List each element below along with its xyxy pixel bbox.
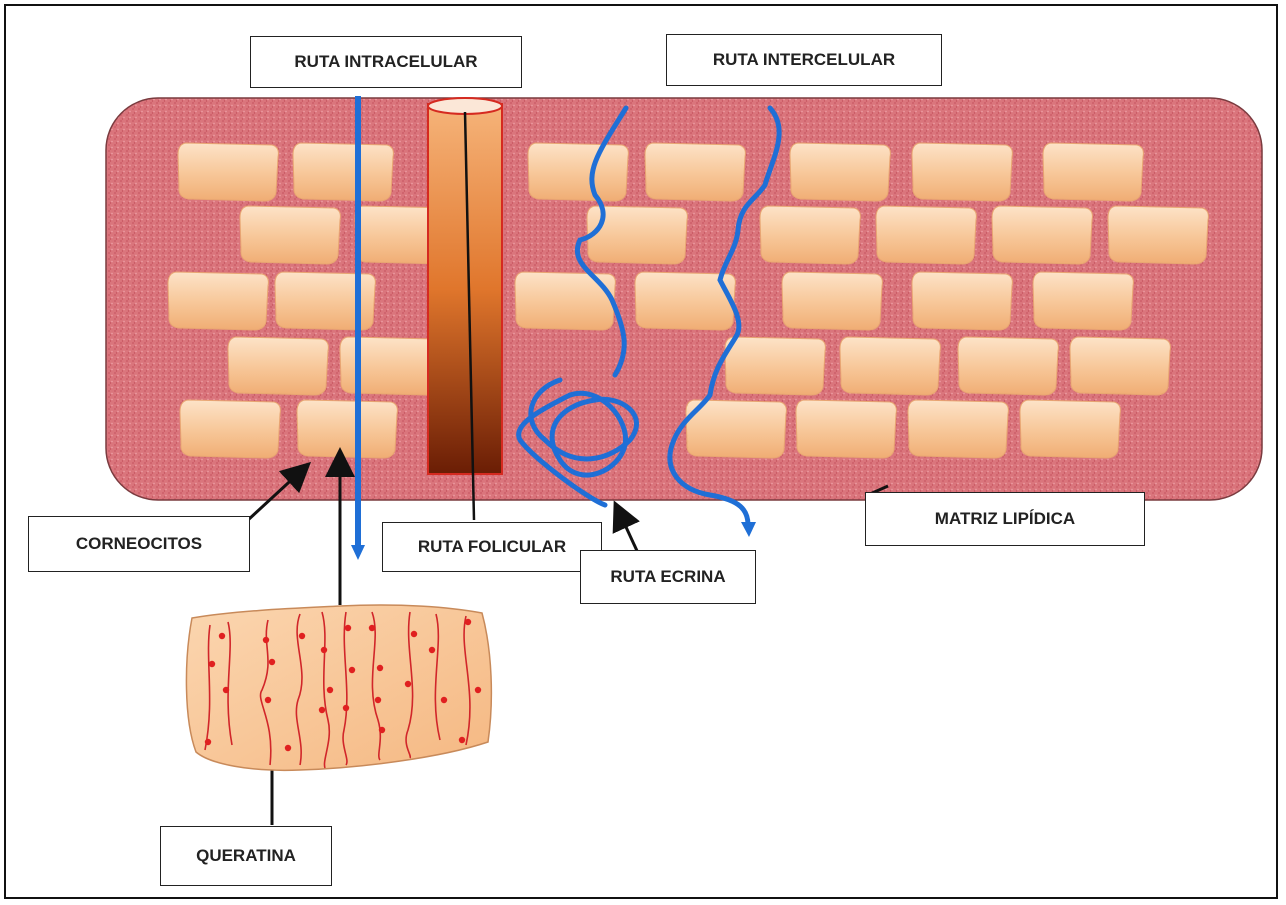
keratin-dot <box>375 697 381 703</box>
corneocyte-cell <box>1033 272 1133 330</box>
keratin-dot <box>205 739 211 745</box>
corneocyte-cell <box>790 143 890 201</box>
keratin-dot <box>219 633 225 639</box>
keratin-dot <box>465 619 471 625</box>
keratin-dot <box>369 625 375 631</box>
corneocyte-cell <box>876 206 976 264</box>
keratin-dot <box>411 631 417 637</box>
corneocyte-cell <box>796 400 896 458</box>
label-eccrine-route: RUTA ECRINA <box>580 550 756 604</box>
keratin-dot <box>349 667 355 673</box>
corneocyte-cell <box>645 143 745 201</box>
corneocyte-cell <box>297 400 397 458</box>
keratin-dot <box>263 637 269 643</box>
label-lipid-matrix: MATRIZ LIPÍDICA <box>865 492 1145 546</box>
label-intracellular-route: RUTA INTRACELULAR <box>250 36 522 88</box>
corneocyte-cell <box>908 400 1008 458</box>
keratin-dot <box>345 625 351 631</box>
corneocyte-cell <box>293 143 393 201</box>
keratin-dot <box>285 745 291 751</box>
keratin-dot <box>475 687 481 693</box>
keratin-dot <box>379 727 385 733</box>
label-intercellular-route: RUTA INTERCELULAR <box>666 34 942 86</box>
keratin-dot <box>441 697 447 703</box>
corneocyte-cell <box>912 143 1012 201</box>
keratin-dot <box>377 665 383 671</box>
corneocyte-cell <box>725 337 825 395</box>
corneocyte-cell <box>1020 400 1120 458</box>
corneocyte-cell <box>168 272 268 330</box>
corneocyte-cell <box>228 337 328 395</box>
keratin-cell-detail <box>186 605 491 770</box>
keratin-dot <box>209 661 215 667</box>
follicular-route <box>428 98 502 520</box>
keratin-dot <box>319 707 325 713</box>
keratin-dot <box>405 681 411 687</box>
corneocyte-cell <box>840 337 940 395</box>
corneocyte-cell <box>958 337 1058 395</box>
corneocyte-grid <box>168 143 1208 458</box>
keratin-dot <box>299 633 305 639</box>
keratin-dot <box>343 705 349 711</box>
label-corneocytes: CORNEOCITOS <box>28 516 250 572</box>
label-follicular-route: RUTA FOLICULAR <box>382 522 602 572</box>
corneocyte-cell <box>180 400 280 458</box>
keratin-dot <box>223 687 229 693</box>
keratin-dot <box>269 659 275 665</box>
corneocyte-cell <box>912 272 1012 330</box>
keratin-dot <box>429 647 435 653</box>
keratin-dot <box>321 647 327 653</box>
keratin-dot <box>265 697 271 703</box>
keratin-dot <box>327 687 333 693</box>
keratin-dot <box>459 737 465 743</box>
corneocyte-cell <box>1070 337 1170 395</box>
corneocyte-cell <box>1043 143 1143 201</box>
corneocyte-cell <box>178 143 278 201</box>
corneocyte-cell <box>240 206 340 264</box>
label-keratin: QUERATINA <box>160 826 332 886</box>
corneocyte-cell <box>528 143 628 201</box>
corneocyte-cell <box>760 206 860 264</box>
corneocyte-cell <box>1108 206 1208 264</box>
corneocyte-cell <box>992 206 1092 264</box>
corneocyte-cell <box>782 272 882 330</box>
